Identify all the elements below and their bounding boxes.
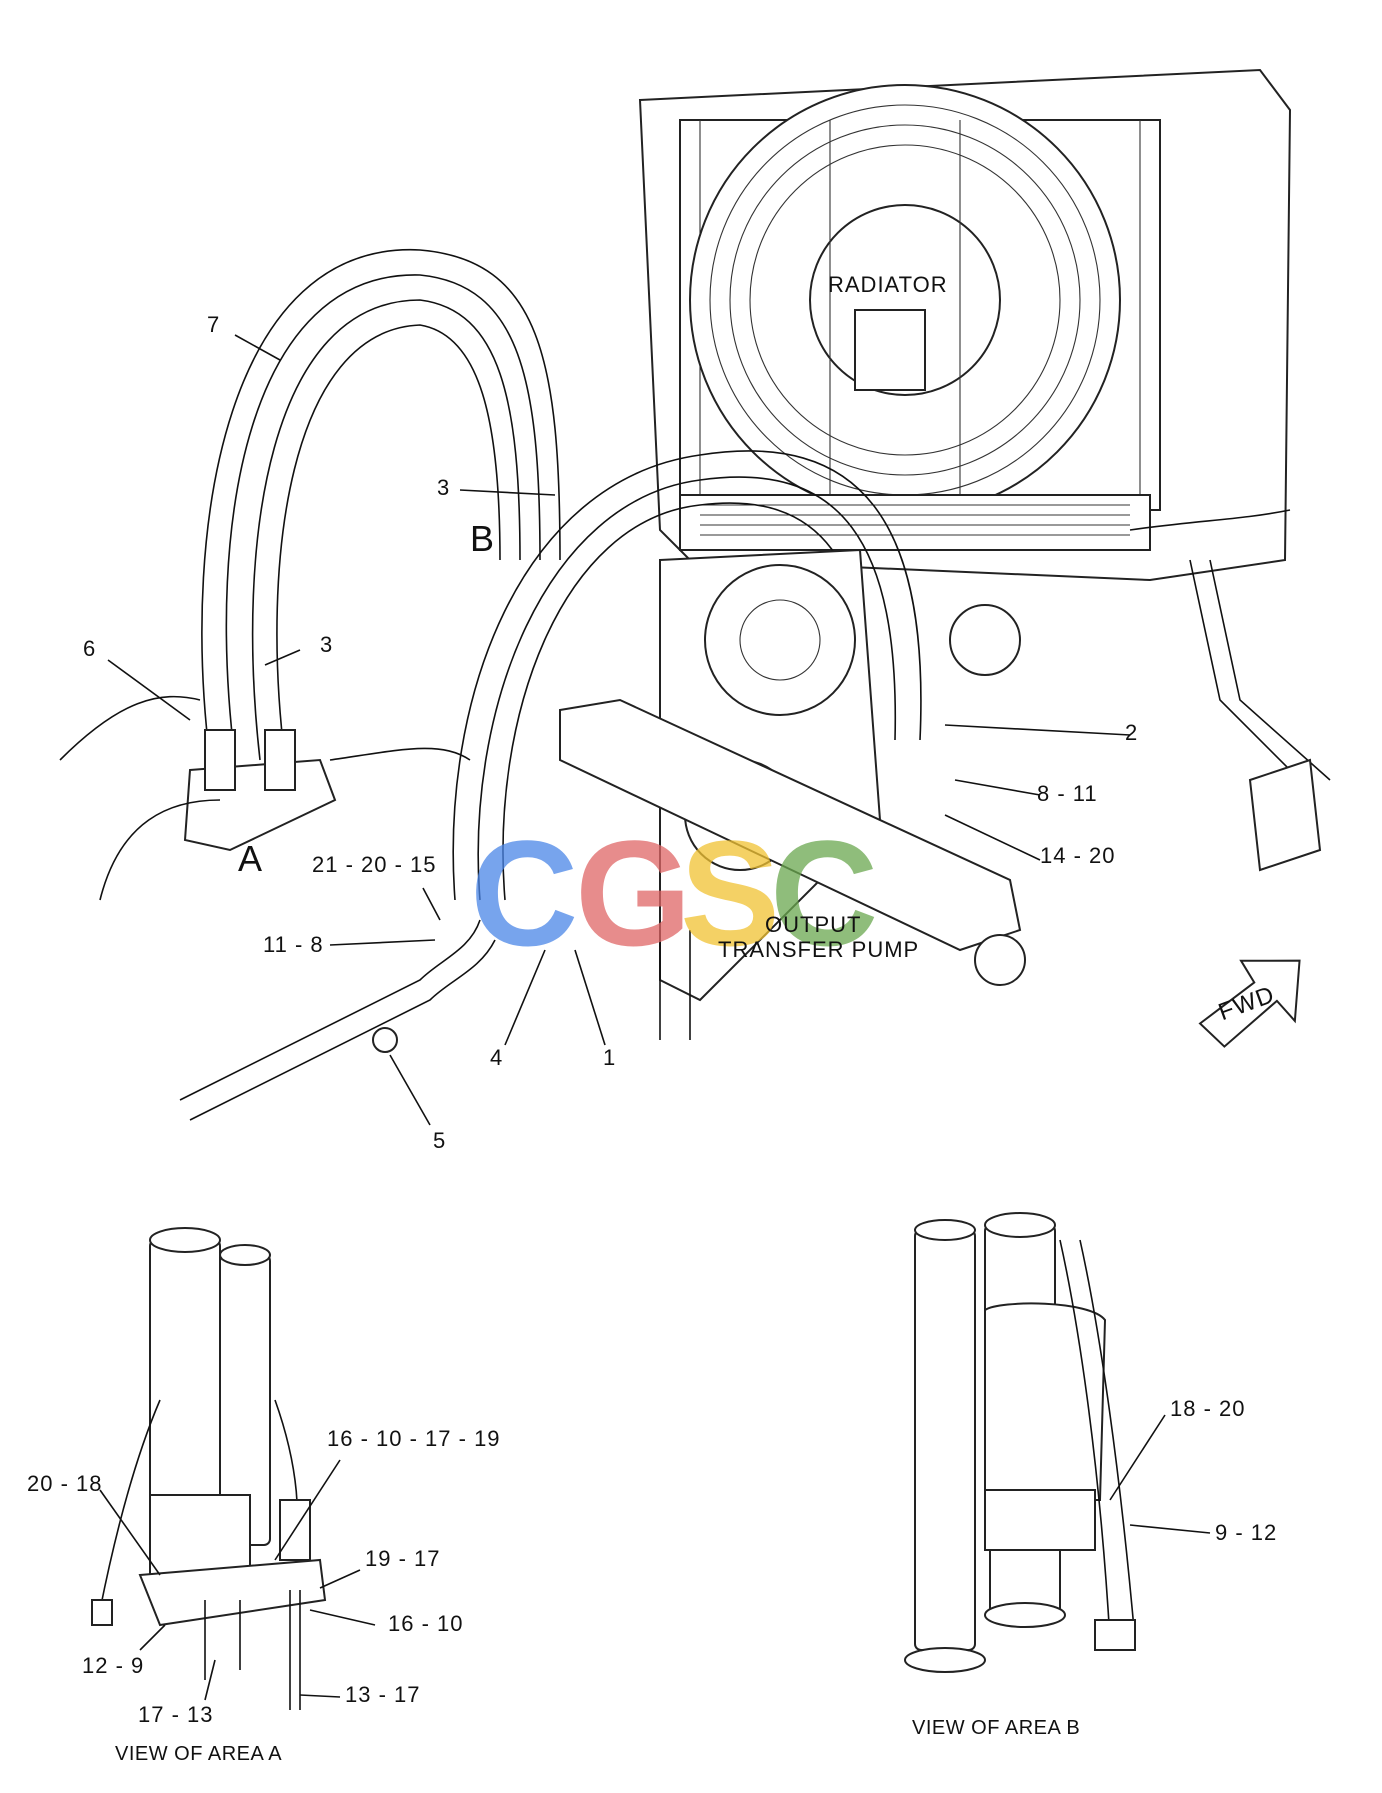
manifold-a (59, 695, 471, 901)
lower-hoses (179, 919, 691, 1121)
callout-11-8: 11 - 8 (263, 932, 324, 957)
callout-6: 6 (83, 636, 97, 661)
callout-9-12: 9 - 12 (1215, 1520, 1278, 1545)
callout-1: 1 (603, 1045, 617, 1070)
right-pipes (1129, 509, 1331, 872)
view-a-illustration (91, 1227, 327, 1710)
callout-2: 2 (1125, 720, 1139, 745)
cgsc-watermark: C G S C (470, 830, 878, 960)
watermark-letter-g: G (575, 830, 692, 960)
callout-13-17: 13 - 17 (345, 1682, 421, 1707)
watermark-letter-c1: C (470, 830, 578, 960)
hose-7 (201, 249, 561, 761)
pump-label-line1: OUTPUT (765, 912, 862, 937)
callout-7: 7 (207, 312, 221, 337)
area-b-marker: B (470, 518, 495, 559)
callout-19-17: 19 - 17 (365, 1546, 441, 1571)
pump-label-line2: TRANSFER PUMP (718, 937, 920, 962)
callout-17-13: 17 - 13 (138, 1702, 214, 1727)
callout-3-lower: 3 (320, 632, 334, 657)
callout-18-20: 18 - 20 (1170, 1396, 1246, 1421)
callout-12-9: 12 - 9 (82, 1653, 145, 1678)
callout-16-10-a: 16 - 10 (388, 1611, 464, 1636)
callout-16-10-17-19: 16 - 10 - 17 - 19 (327, 1426, 501, 1451)
callout-8-11: 8 - 11 (1037, 781, 1098, 806)
area-a-marker: A (238, 838, 263, 879)
view-b-caption: VIEW OF AREA B (912, 1717, 1081, 1739)
watermark-letter-s: S (680, 830, 780, 960)
callout-20-18: 20 - 18 (27, 1471, 103, 1496)
callout-5: 5 (433, 1128, 447, 1153)
transfer-pump (559, 548, 1026, 1002)
radiator-frame (638, 68, 1292, 582)
callout-21-20-15: 21 - 20 - 15 (312, 852, 437, 877)
view-b-illustration (904, 1212, 1136, 1673)
view-a-caption: VIEW OF AREA A (115, 1743, 283, 1765)
callout-14-20: 14 - 20 (1040, 843, 1116, 868)
fwd-arrow (1198, 959, 1301, 1048)
leader-lines (99, 334, 1211, 1701)
watermark-letter-c2: C (770, 830, 878, 960)
callout-4: 4 (490, 1045, 504, 1070)
callout-3-upper: 3 (437, 475, 451, 500)
radiator-label: RADIATOR (828, 272, 948, 297)
